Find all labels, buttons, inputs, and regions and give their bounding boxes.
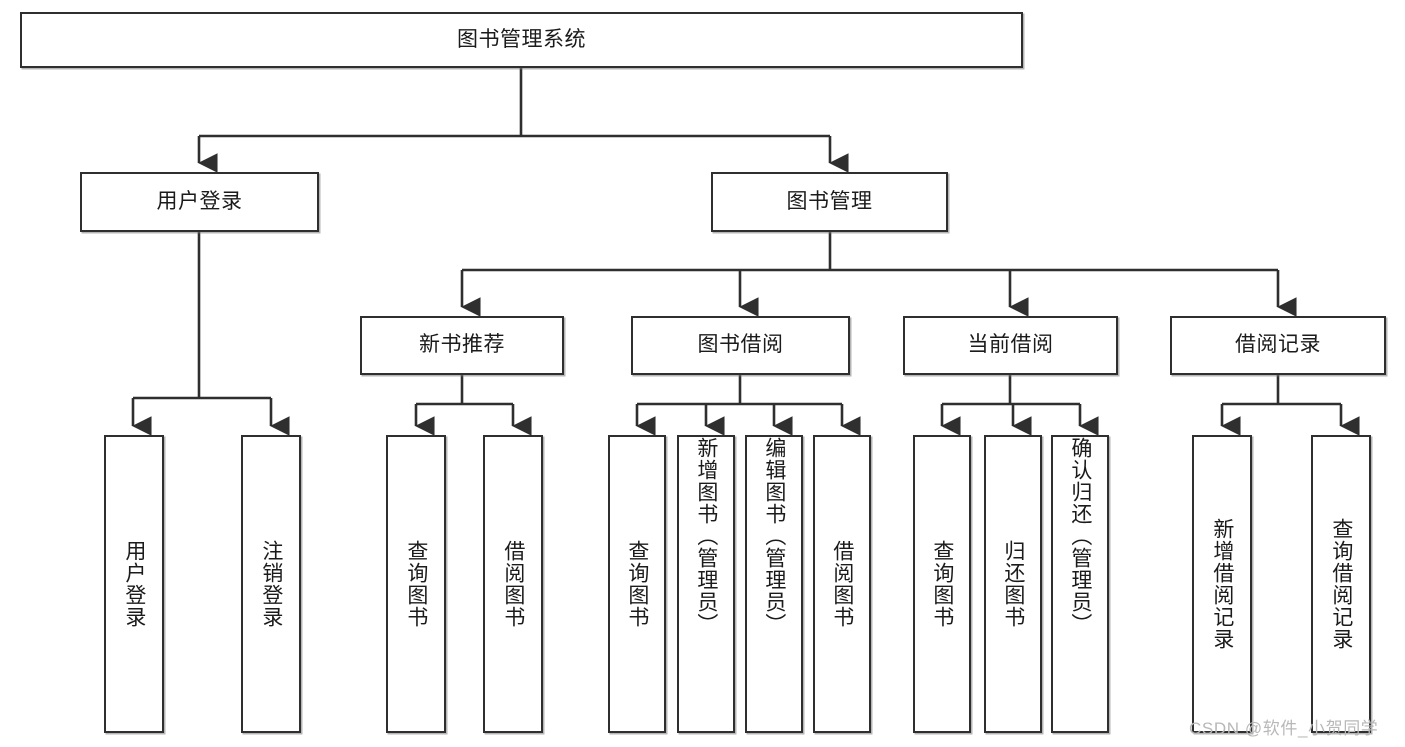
node-new-book-recommendation[interactable]: 新书推荐 (360, 316, 564, 375)
node-label: 确认归还（管理员） (1068, 437, 1092, 635)
csdn-watermark: CSDN @软件_小贺同学 (1189, 719, 1379, 738)
node-leaf-query-borrow-record[interactable]: 查询借阅记录 (1311, 435, 1371, 733)
node-label: 新书推荐 (419, 333, 505, 357)
node-leaf-add-borrow-record[interactable]: 新增借阅记录 (1192, 435, 1252, 733)
node-leaf-borrow-book-recommend[interactable]: 借阅图书 (483, 435, 543, 733)
node-label: 查询图书 (404, 540, 428, 628)
node-label: 查询图书 (930, 540, 954, 628)
node-book-borrow[interactable]: 图书借阅 (631, 316, 850, 375)
node-label: 编辑图书（管理员） (762, 437, 786, 635)
node-label: 用户登录 (156, 189, 243, 213)
node-label: 图书管理系统 (457, 27, 586, 51)
node-book-management[interactable]: 图书管理 (711, 172, 948, 232)
node-leaf-confirm-return-admin[interactable]: 确认归还（管理员） (1051, 435, 1109, 733)
node-label: 图书管理 (786, 189, 873, 213)
node-label: 用户登录 (122, 540, 146, 628)
node-label: 借阅记录 (1235, 333, 1321, 357)
node-label: 新增借阅记录 (1210, 518, 1234, 650)
node-label: 借阅图书 (830, 540, 854, 628)
node-label: 新增图书（管理员） (694, 437, 718, 635)
node-leaf-borrow-book[interactable]: 借阅图书 (813, 435, 871, 733)
node-leaf-edit-book-admin[interactable]: 编辑图书（管理员） (745, 435, 803, 733)
node-current-borrow[interactable]: 当前借阅 (903, 316, 1118, 375)
node-label: 注销登录 (259, 540, 283, 628)
node-leaf-query-book-recommend[interactable]: 查询图书 (386, 435, 446, 733)
node-root-system[interactable]: 图书管理系统 (20, 12, 1023, 68)
node-leaf-add-book-admin[interactable]: 新增图书（管理员） (677, 435, 735, 733)
node-label: 查询图书 (625, 540, 649, 628)
node-label: 查询借阅记录 (1329, 518, 1353, 650)
node-label: 图书借阅 (697, 333, 784, 357)
node-leaf-query-book-borrow[interactable]: 查询图书 (608, 435, 666, 733)
node-leaf-query-book-current[interactable]: 查询图书 (913, 435, 971, 733)
node-borrow-record[interactable]: 借阅记录 (1170, 316, 1386, 375)
node-label: 当前借阅 (967, 333, 1054, 357)
node-label: 借阅图书 (501, 540, 525, 628)
node-label: 归还图书 (1001, 540, 1025, 628)
node-leaf-return-book[interactable]: 归还图书 (984, 435, 1042, 733)
node-leaf-user-login[interactable]: 用户登录 (104, 435, 164, 733)
node-user-login[interactable]: 用户登录 (80, 172, 319, 232)
node-leaf-logout[interactable]: 注销登录 (241, 435, 301, 733)
